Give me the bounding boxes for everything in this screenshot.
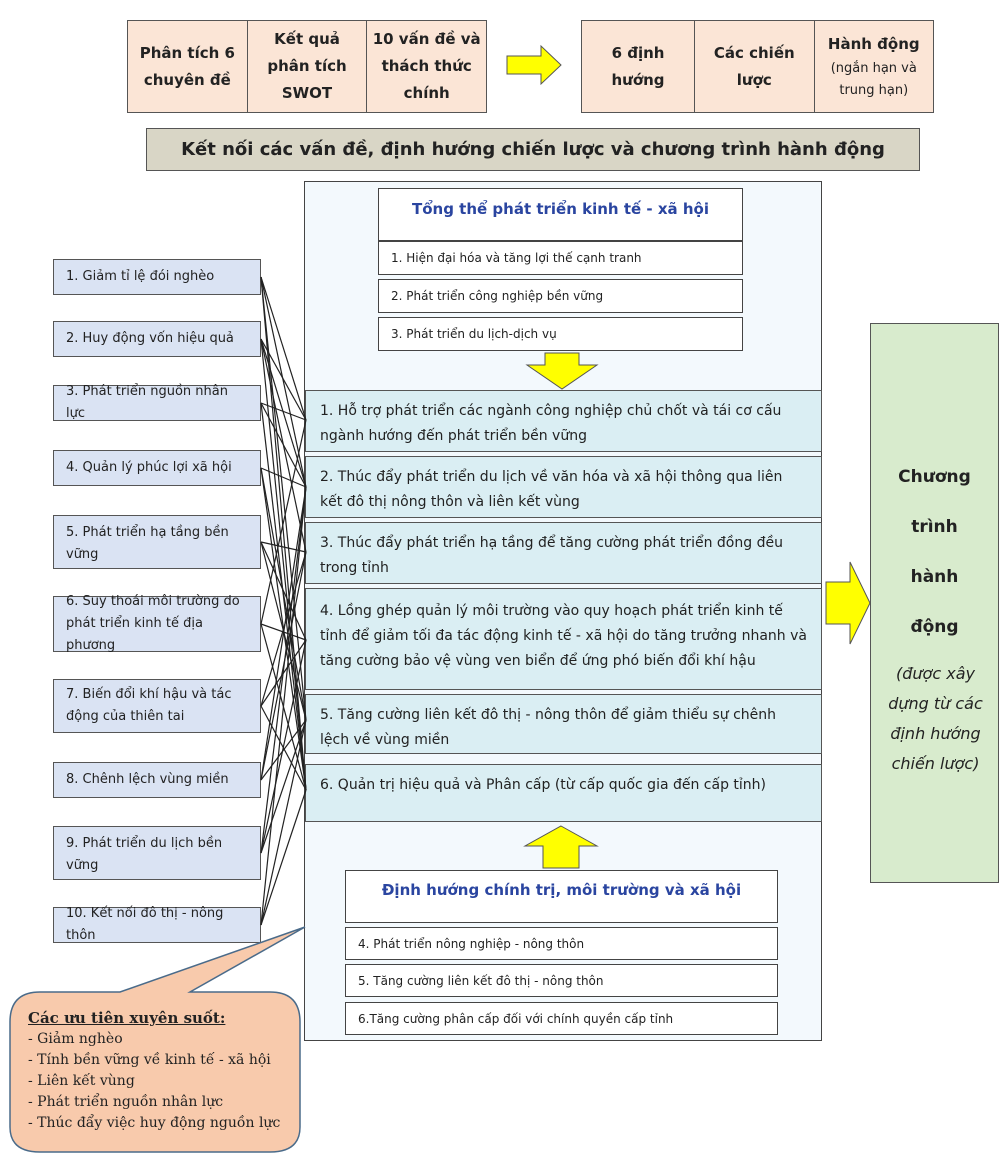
orientation-text: 6. Quản trị hiệu quả và Phân cấp (từ cấp…	[320, 777, 767, 793]
overall-header-text: Tổng thể phát triển kinh tế - xã hội	[412, 200, 709, 218]
issue-box: 6. Suy thoái môi trường do phát triển ki…	[53, 594, 261, 653]
overall-header: Tổng thể phát triển kinh tế - xã hội	[378, 188, 743, 230]
action-program-box: Chương trình hành động (được xây dựng từ…	[870, 323, 999, 883]
issue-text: 4. Quản lý phúc lợi xã hội	[66, 460, 232, 475]
orientation-box: 6. Quản trị hiệu quả và Phân cấp (từ cấp…	[305, 764, 822, 822]
analysis-cell-issues: 10 vấn đề và thách thức chính	[367, 21, 486, 112]
callout-item: - Phát triển nguồn nhân lực	[28, 1094, 224, 1110]
issue-text: 10. Kết nối đô thị - nông thôn	[66, 906, 224, 943]
orientation-text: 2. Thúc đẩy phát triển du lịch về văn hó…	[320, 469, 783, 510]
political-item: 4. Phát triển nông nghiệp - nông thôn	[345, 927, 778, 960]
issue-box: 5. Phát triển hạ tầng bền vững	[53, 515, 261, 569]
program-title-line: Chương	[898, 467, 971, 487]
callout-item: - Giảm nghèo	[28, 1031, 123, 1047]
analysis-cell-swot: Kết quả phân tích SWOT	[248, 21, 368, 112]
issue-box: 3. Phát triển nguồn nhân lực	[53, 384, 261, 421]
issue-text: 9. Phát triển du lịch bền vững	[66, 836, 223, 873]
orientation-text: 4. Lồng ghép quản lý môi trường vào quy …	[320, 603, 807, 669]
action-program-title: Chương trình hành động	[871, 452, 998, 652]
political-item: 5. Tăng cường liên kết đô thị - nông thô…	[345, 964, 778, 997]
issue-box: 2. Huy động vốn hiệu quả	[53, 321, 261, 357]
overall-item: 2. Phát triển công nghiệp bền vững	[378, 279, 743, 313]
issue-box: 8. Chênh lệch vùng miền	[53, 762, 261, 798]
issue-box: 10. Kết nối đô thị - nông thôn	[53, 906, 261, 943]
overall-item-text: 1. Hiện đại hóa và tăng lợi thế cạnh tra…	[391, 251, 642, 265]
overall-item: 1. Hiện đại hóa và tăng lợi thế cạnh tra…	[378, 241, 743, 275]
political-item-text: 4. Phát triển nông nghiệp - nông thôn	[358, 936, 585, 951]
issue-text: 1. Giảm tỉ lệ đói nghèo	[66, 269, 215, 284]
orientation-box: 2. Thúc đẩy phát triển du lịch về văn hó…	[305, 456, 822, 518]
political-divider	[345, 909, 778, 923]
issue-text: 2. Huy động vốn hiệu quả	[66, 331, 234, 346]
issue-text: 8. Chênh lệch vùng miền	[66, 772, 229, 787]
strategy-cell-subtext: (ngắn hạn và trung hạn)	[830, 61, 917, 98]
program-title-line: trình	[911, 517, 958, 537]
overall-divider	[378, 229, 743, 241]
callout-bubble	[9, 926, 306, 1153]
callout-content: Các ưu tiên xuyên suốt: - Giảm nghèo - T…	[28, 1008, 290, 1134]
issue-box: 7. Biến đổi khí hậu và tác động của thiê…	[53, 679, 261, 733]
analysis-cell-topics: Phân tích 6 chuyên đề	[128, 21, 248, 112]
issue-text: 7. Biến đổi khí hậu và tác động của thiê…	[66, 687, 232, 724]
strategy-cell-orientations: 6 định hướng	[582, 21, 696, 112]
right-arrow-icon	[506, 44, 562, 86]
strategy-cell-strategies: Các chiến lược	[695, 21, 815, 112]
political-item-text: 5. Tăng cường liên kết đô thị - nông thô…	[358, 973, 604, 988]
program-note-text: (được xây dựng từ các định hướng chiến l…	[888, 664, 983, 773]
orientation-text: 1. Hỗ trợ phát triển các ngành công nghi…	[320, 403, 782, 444]
connector-group	[260, 276, 307, 926]
orientation-box: 5. Tăng cường liên kết đô thị - nông thô…	[305, 694, 822, 754]
issue-text: 6. Suy thoái môi trường do phát triển ki…	[66, 594, 240, 653]
strategy-box-group: 6 định hướng Các chiến lược Hành động (n…	[581, 20, 934, 113]
analysis-cell-text: Kết quả phân tích SWOT	[267, 30, 347, 102]
strategy-cell-text: Hành động	[827, 35, 920, 53]
down-arrow-icon	[525, 352, 599, 390]
banner-title: Kết nối các vấn đề, định hướng chiến lượ…	[146, 128, 920, 171]
overall-item-text: 2. Phát triển công nghiệp bền vững	[391, 289, 604, 303]
program-title-line: động	[910, 617, 959, 637]
callout-item: - Liên kết vùng	[28, 1073, 135, 1089]
strategy-cell-text: 6 định hướng	[611, 43, 665, 89]
program-title-line: hành	[910, 567, 959, 587]
orientation-box: 3. Thúc đẩy phát triển hạ tầng để tăng c…	[305, 522, 822, 584]
issue-box: 9. Phát triển du lịch bền vững	[53, 826, 261, 880]
overall-item-text: 3. Phát triển du lịch-dịch vụ	[391, 327, 557, 341]
issue-text: 3. Phát triển nguồn nhân lực	[66, 384, 228, 421]
callout-item: - Thúc đẩy việc huy động nguồn lực	[28, 1115, 281, 1131]
up-arrow-icon	[523, 825, 599, 869]
analysis-box-group: Phân tích 6 chuyên đề Kết quả phân tích …	[127, 20, 487, 113]
political-item-text: 6.Tăng cường phân cấp đối với chính quyề…	[358, 1011, 674, 1026]
strategy-cell-actions: Hành động (ngắn hạn và trung hạn)	[815, 21, 933, 112]
issue-text: 5. Phát triển hạ tầng bền vững	[66, 525, 229, 562]
political-item: 6.Tăng cường phân cấp đối với chính quyề…	[345, 1002, 778, 1035]
orientation-box: 1. Hỗ trợ phát triển các ngành công nghi…	[305, 390, 822, 452]
political-header: Định hướng chính trị, môi trường và xã h…	[345, 870, 778, 910]
action-program-note: (được xây dựng từ các định hướng chiến l…	[881, 659, 990, 779]
orientation-text: 5. Tăng cường liên kết đô thị - nông thô…	[320, 707, 777, 748]
issue-box: 1. Giảm tỉ lệ đói nghèo	[53, 259, 261, 295]
overall-item: 3. Phát triển du lịch-dịch vụ	[378, 317, 743, 351]
orientation-box: 4. Lồng ghép quản lý môi trường vào quy …	[305, 588, 822, 690]
callout-item: - Tính bền vững về kinh tế - xã hội	[28, 1052, 271, 1068]
analysis-cell-text: Phân tích 6 chuyên đề	[139, 43, 235, 89]
banner-text: Kết nối các vấn đề, định hướng chiến lượ…	[181, 139, 885, 160]
callout-title: Các ưu tiên xuyên suốt:	[28, 1009, 226, 1027]
strategy-cell-text: Các chiến lược	[713, 43, 795, 89]
issue-box: 4. Quản lý phúc lợi xã hội	[53, 450, 261, 486]
right-arrow-icon	[825, 561, 871, 645]
political-header-text: Định hướng chính trị, môi trường và xã h…	[381, 881, 742, 899]
orientation-text: 3. Thúc đẩy phát triển hạ tầng để tăng c…	[320, 535, 783, 576]
analysis-cell-text: 10 vấn đề và thách thức chính	[372, 30, 481, 102]
